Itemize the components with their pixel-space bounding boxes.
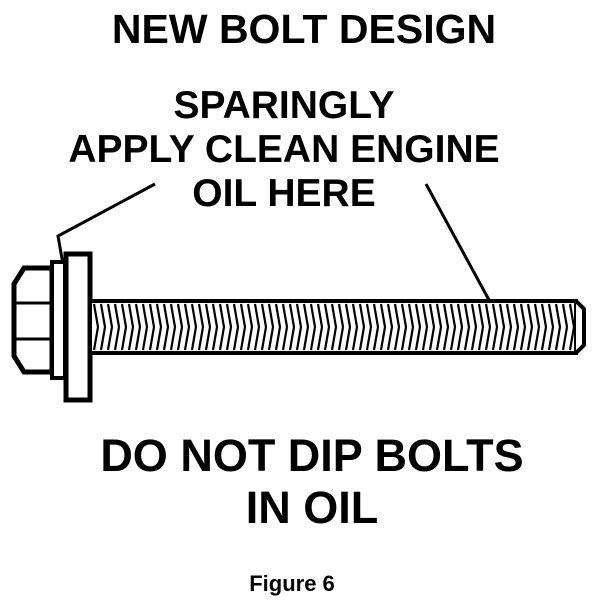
oil-callout-line-1: SPARINGLY	[173, 84, 395, 127]
warning-line-1: DO NOT DIP BOLTS	[100, 430, 524, 481]
bolt-flange	[50, 260, 67, 380]
diagram-title: NEW BOLT DESIGN	[111, 6, 497, 52]
bolt-head	[11, 265, 55, 375]
oil-callout: SPARINGLY APPLY CLEAN ENGINE OIL HERE	[0, 84, 588, 216]
warning-text: DO NOT DIP BOLTS IN OIL	[8, 430, 608, 534]
figure-caption: Figure 6	[249, 571, 335, 596]
bolt-threads	[92, 303, 576, 351]
leader-line-threads	[424, 183, 491, 301]
oil-callout-line-3: OIL HERE	[192, 172, 376, 215]
oil-callout-line-2: APPLY CLEAN ENGINE	[68, 128, 500, 171]
washer	[63, 251, 93, 403]
bolt-shank	[88, 299, 586, 355]
warning-line-2: IN OIL	[245, 482, 379, 533]
leader-line-washer	[56, 182, 156, 271]
